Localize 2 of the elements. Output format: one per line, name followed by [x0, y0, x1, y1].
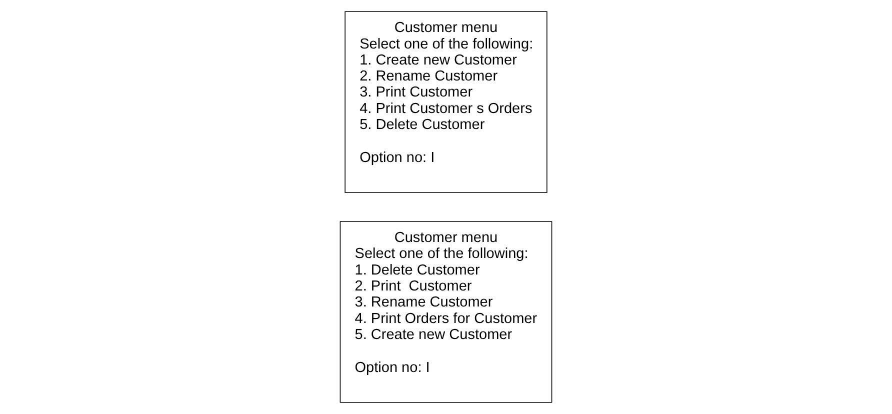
node-box: Customer menu Select one of the following: 1. Delete Customer 2. Print Customer 3. Rename Customer 4. Print Orders for Customer 5. Create new Customer Option no: I: [340, 221, 552, 403]
node-box: Customer menu Select one of the following: 1. Create new Customer 2. Rename Customer 3. Print Customer 4. Print Customer s Orders 5. Delete Customer Option no: I: [344, 11, 548, 193]
